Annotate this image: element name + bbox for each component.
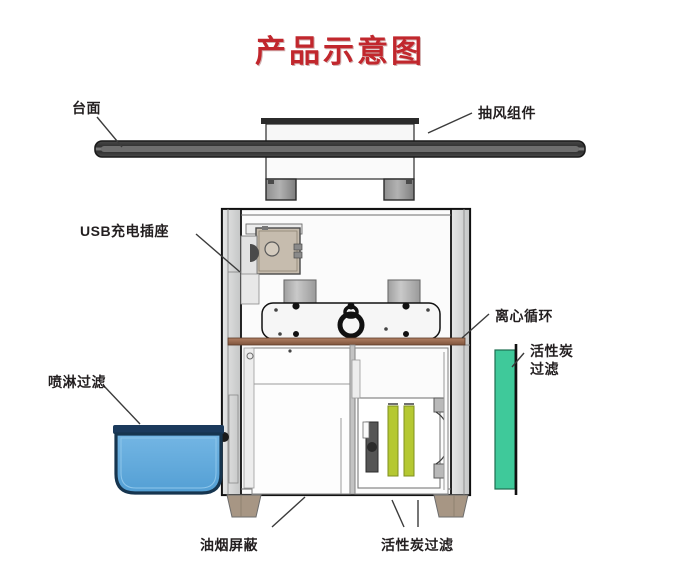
cabinet-feet [226, 494, 469, 518]
exhaust-assembly-feet [265, 178, 415, 201]
countertop-graphic [94, 140, 586, 158]
label-carbon-filter-right-line1: 活性炭 [530, 343, 574, 359]
centrifugal-blower-assembly [261, 302, 441, 340]
countertop-leader [96, 116, 123, 148]
carbon-filter-right-leader [511, 352, 525, 368]
label-smoke-shield: 油烟屏蔽 [200, 537, 258, 553]
label-exhaust-assembly: 抽风组件 [478, 105, 536, 121]
activated-carbon-filter-panel [494, 344, 518, 495]
exhaust-assembly-graphic [261, 118, 419, 180]
exhaust-assembly-leader [427, 112, 473, 134]
usb-charging-socket-module [240, 223, 303, 305]
centrifugal-cycle-leader [461, 313, 490, 339]
carbon-filter-bottom-leader-a [391, 499, 405, 528]
label-centrifugal-cycle: 离心循环 [495, 308, 553, 324]
label-usb-charging-socket: USB充电插座 [80, 223, 170, 239]
duct-cylinders [283, 279, 421, 307]
leader-lines [96, 112, 525, 528]
usb-socket-leader [195, 233, 241, 273]
label-spray-filter: 喷淋过滤 [48, 374, 106, 390]
page-title: 产品示意图 [255, 34, 425, 69]
spray-filter-water-tank [113, 425, 224, 495]
spray-filter-leader [103, 385, 141, 425]
label-countertop: 台面 [72, 100, 101, 116]
label-carbon-filter-right-line2: 过滤 [530, 361, 559, 377]
lower-cabinet-compartments [243, 344, 449, 495]
smoke-shield-leader [271, 496, 306, 528]
partition-shelf [227, 337, 466, 346]
label-carbon-filter-bottom: 活性炭过滤 [381, 537, 454, 553]
